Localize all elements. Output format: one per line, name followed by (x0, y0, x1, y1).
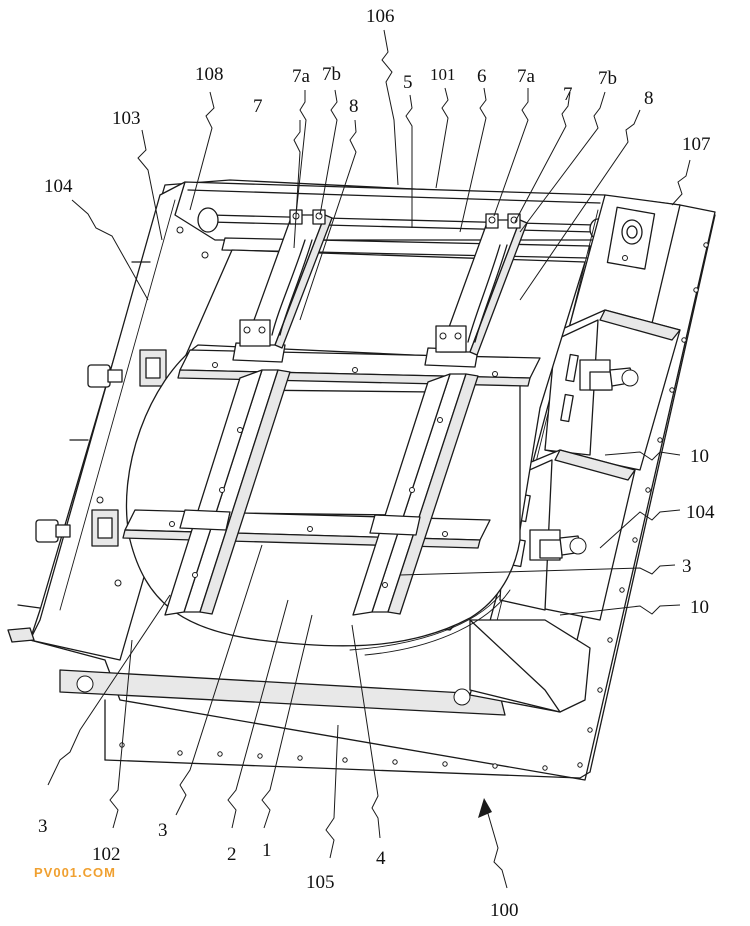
right-panel-inner (479, 209, 599, 691)
label-101: 101 (430, 65, 456, 84)
label-107: 107 (682, 134, 711, 155)
boss-107 (606, 206, 656, 270)
housing-edge (469, 619, 561, 713)
label-7b-left: 7b (322, 64, 341, 85)
panel-bolt-d (114, 579, 122, 587)
rail-hole-left (76, 675, 94, 693)
rail-hole-right (453, 688, 471, 706)
rod-end-108 (197, 207, 219, 233)
label-100: 100 (490, 900, 519, 921)
clamp-block-upper-10 (544, 309, 681, 471)
label-108: 108 (195, 64, 224, 85)
label-103: 103 (112, 108, 141, 129)
label-102: 102 (92, 844, 121, 865)
label-7b-right: 7b (598, 68, 617, 89)
panel-bolt-a (176, 226, 184, 234)
panel-bolt-c (96, 496, 104, 504)
leader-lines (47, 29, 691, 889)
label-1: 1 (262, 840, 272, 861)
label-6: 6 (477, 66, 487, 87)
label-104-left: 104 (44, 176, 73, 197)
disc-rim-4 (349, 594, 501, 651)
latch-lower (91, 509, 119, 547)
label-3-bottom-mid: 3 (158, 820, 168, 841)
arrow-100 (478, 798, 492, 818)
label-3-right: 3 (682, 556, 692, 577)
flange-holes (119, 242, 709, 771)
label-8-right: 8 (644, 88, 654, 109)
vertical-rail-left-3 (164, 369, 291, 616)
fin-3 (17, 604, 41, 609)
bottom-rail-105 (59, 669, 506, 716)
lever-left-7 (239, 209, 333, 349)
top-edge (187, 189, 601, 204)
label-2: 2 (227, 844, 237, 865)
vertical-rail-right-3 (352, 373, 479, 616)
label-7a-left: 7a (292, 66, 311, 87)
label-7-right: 7 (563, 84, 573, 105)
label-8-left: 8 (349, 96, 359, 117)
latch-upper (139, 349, 167, 387)
flange-right-edge (589, 214, 716, 773)
flange-edge (104, 759, 591, 779)
label-10-upper: 10 (690, 446, 709, 467)
disc-rim-4b (364, 589, 511, 656)
label-5: 5 (403, 72, 413, 93)
panel-bolt-b (201, 251, 209, 259)
label-7-left: 7 (253, 96, 263, 117)
label-106: 106 (366, 6, 395, 27)
left-bolt-lower (35, 519, 71, 543)
label-4: 4 (376, 848, 386, 869)
label-3-bottom-left: 3 (38, 816, 48, 837)
lever-right-7 (435, 213, 528, 356)
left-panel-inner-edge (59, 199, 176, 611)
label-7a-right: 7a (517, 66, 536, 87)
lower-housing (469, 619, 591, 713)
label-105: 105 (306, 872, 335, 893)
foot-tab (7, 627, 35, 643)
left-bolt-upper (87, 364, 123, 388)
label-10-lower: 10 (690, 597, 709, 618)
label-104-right: 104 (686, 502, 715, 523)
top-frame-101 (174, 181, 606, 241)
watermark: PV001.COM (34, 865, 116, 880)
